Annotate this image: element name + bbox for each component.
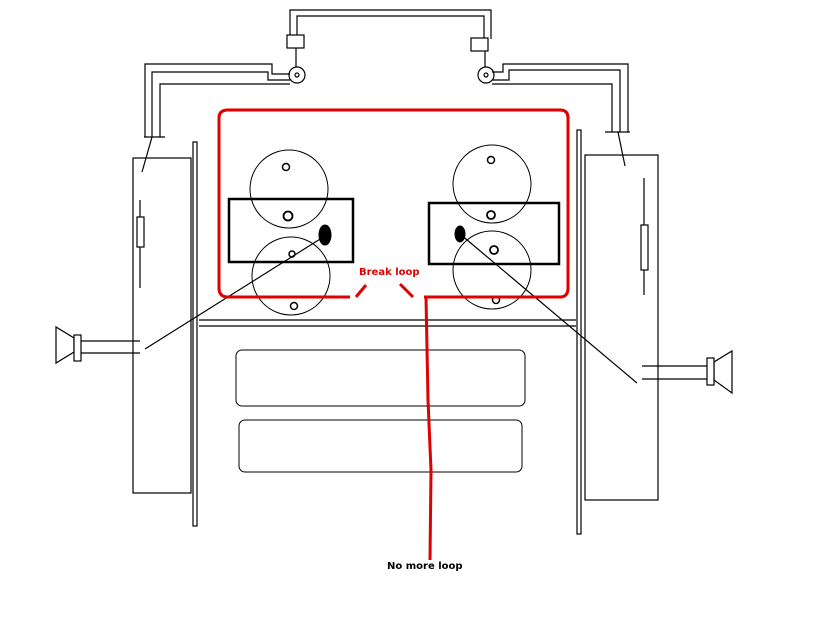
- left-speaker-icon: [55, 325, 140, 365]
- right-lower-pickup-icon: [452, 230, 532, 310]
- loop-path: [217, 108, 570, 299]
- break-mark-left: [354, 284, 368, 298]
- left-ground-lug-icon: [288, 66, 306, 84]
- left-lower-pickup-icon: [251, 236, 331, 316]
- left-potentiometer-icon: [136, 216, 145, 248]
- left-connector-block: [286, 34, 305, 49]
- no-more-loop-wire: [424, 296, 433, 561]
- lower-panel-top: [235, 349, 526, 407]
- break-mark-right: [398, 282, 415, 299]
- top-cable-bridge: [286, 9, 495, 84]
- right-switch-plate: [427, 201, 561, 266]
- right-upper-pickup-icon: [452, 144, 532, 224]
- lower-panel-bottom: [238, 419, 523, 473]
- left-upper-pickup-icon: [249, 149, 329, 229]
- right-pickup-group: [427, 144, 638, 384]
- no-more-loop-label: No more loop: [387, 561, 463, 572]
- left-shield-cable: [136, 63, 290, 288]
- left-switch-plate: [227, 197, 355, 264]
- lower-panels: [235, 349, 526, 473]
- right-rail: [576, 129, 582, 535]
- left-solder-blob: [318, 224, 332, 246]
- right-shield-cable: [492, 63, 649, 295]
- side-panels: [132, 129, 659, 535]
- break-loop-label: Break loop: [359, 267, 420, 278]
- right-ground-lug-icon: [477, 66, 495, 84]
- left-pickup-group: [144, 149, 355, 350]
- right-speaker-icon: [642, 349, 733, 395]
- right-side-box: [584, 154, 659, 501]
- ground-loop-highlight: [217, 108, 570, 561]
- right-connector-block: [470, 37, 489, 52]
- right-potentiometer-icon: [640, 224, 649, 271]
- left-rail: [192, 141, 198, 527]
- left-side-box: [132, 157, 192, 494]
